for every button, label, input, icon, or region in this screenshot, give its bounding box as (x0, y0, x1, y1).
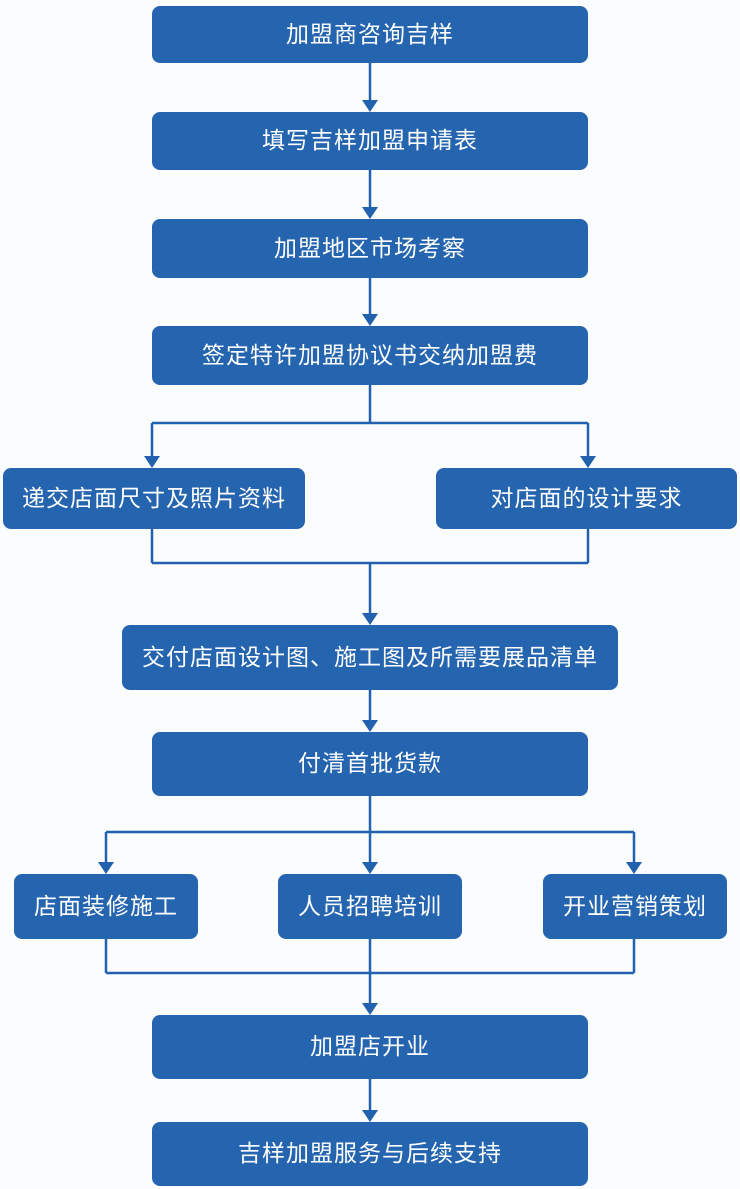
node-pay-first-batch: 付清首批货款 (152, 732, 588, 796)
node-submit-store-size-photos: 递交店面尺寸及照片资料 (3, 468, 305, 529)
connector-step6-step7 (362, 690, 378, 732)
node-deliver-design-drawings: 交付店面设计图、施工图及所需要展品清单 (122, 625, 618, 690)
node-store-opening: 加盟店开业 (152, 1015, 588, 1079)
node-market-survey: 加盟地区市场考察 (152, 219, 588, 278)
node-follow-up-support: 吉样加盟服务与后续支持 (152, 1122, 588, 1186)
connector-merge-three-way (104, 939, 636, 1015)
connector-step9-step10 (362, 1079, 378, 1122)
node-application-form: 填写吉样加盟申请表 (152, 112, 588, 170)
node-store-design-requirements: 对店面的设计要求 (436, 468, 737, 529)
connector-step2-step3 (362, 170, 378, 219)
node-sign-agreement-pay-fee: 签定特许加盟协议书交纳加盟费 (152, 326, 588, 385)
connector-split-three-way (98, 796, 642, 874)
connector-merge-two-way (150, 529, 590, 625)
node-opening-marketing-plan: 开业营销策划 (543, 874, 727, 939)
connector-step3-step4 (362, 278, 378, 326)
node-franchisee-inquiry: 加盟商咨询吉样 (152, 6, 588, 63)
node-store-decoration: 店面装修施工 (14, 874, 198, 939)
connector-split-two-way (144, 385, 596, 468)
connector-step1-step2 (362, 63, 378, 112)
node-staff-recruitment-training: 人员招聘培训 (278, 874, 462, 939)
